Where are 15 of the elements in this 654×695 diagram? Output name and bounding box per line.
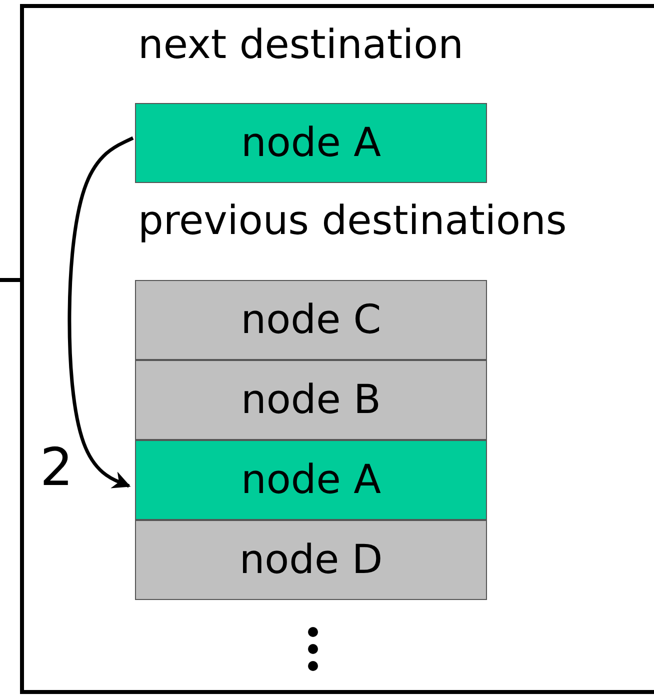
edge-label: 2 [40, 438, 74, 498]
list-entry [135, 103, 487, 183]
node-label: node D [239, 537, 383, 583]
list-entry [135, 440, 487, 520]
node-label: node A [241, 120, 381, 166]
list-entry [135, 280, 487, 360]
node-label: node A [241, 457, 381, 503]
list-entry [135, 360, 487, 440]
heading-text: next destination [138, 22, 464, 68]
heading-text: previous destinations [138, 198, 567, 244]
list-entry [135, 520, 487, 600]
node-label: node B [241, 377, 381, 423]
arrow [68, 136, 134, 488]
frame-box [20, 4, 654, 694]
node-label: node C [240, 297, 382, 343]
